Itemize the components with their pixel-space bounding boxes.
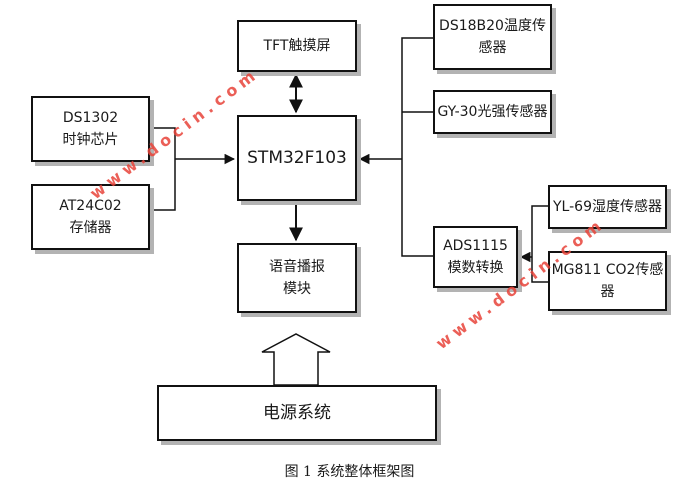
mg811-box: MG811 CO2传感 器 <box>548 251 667 311</box>
stm32-box: STM32F103 <box>237 115 357 201</box>
yl69-box: YL-69湿度传感器 <box>548 185 667 229</box>
mg811-label: MG811 CO2传感 器 <box>551 262 664 300</box>
power-arrow <box>261 333 331 386</box>
edge-ds18b20-stm32 <box>401 37 433 159</box>
ds18b20-label: DS18B20温度传 感器 <box>439 18 546 56</box>
tft-label: TFT触摸屏 <box>263 38 331 54</box>
voice-module-box: 语音播报 模块 <box>237 243 357 313</box>
power-system-box: 电源系统 <box>157 385 437 441</box>
stm32-label: STM32F103 <box>247 148 347 168</box>
ds1302-box: DS1302 时钟芯片 <box>31 96 150 162</box>
yl69-label: YL-69湿度传感器 <box>553 199 662 215</box>
at24c02-label: AT24C02 存储器 <box>59 198 122 236</box>
edge-ds1302-stm32 <box>150 127 176 159</box>
edge-mg811-ads1115 <box>531 257 548 283</box>
at24c02-box: AT24C02 存储器 <box>31 184 150 250</box>
gy30-box: GY-30光强传感器 <box>433 90 552 134</box>
ds18b20-box: DS18B20温度传 感器 <box>433 4 552 70</box>
figure-caption: 图 1 系统整体框架图 <box>284 464 415 480</box>
gy30-label: GY-30光强传感器 <box>437 104 548 120</box>
ads1115-box: ADS1115 模数转换 <box>433 226 518 288</box>
tft-touchscreen-box: TFT触摸屏 <box>237 20 357 72</box>
edge-yl69-ads1115 <box>531 205 548 257</box>
edge-at24c02-stm32 <box>150 159 176 211</box>
ads1115-label: ADS1115 模数转换 <box>443 238 508 276</box>
edge-ads1115-stm32 <box>401 159 433 257</box>
voice-label: 语音播报 模块 <box>269 259 325 297</box>
ds1302-label: DS1302 时钟芯片 <box>62 110 119 148</box>
power-label: 电源系统 <box>263 403 331 423</box>
